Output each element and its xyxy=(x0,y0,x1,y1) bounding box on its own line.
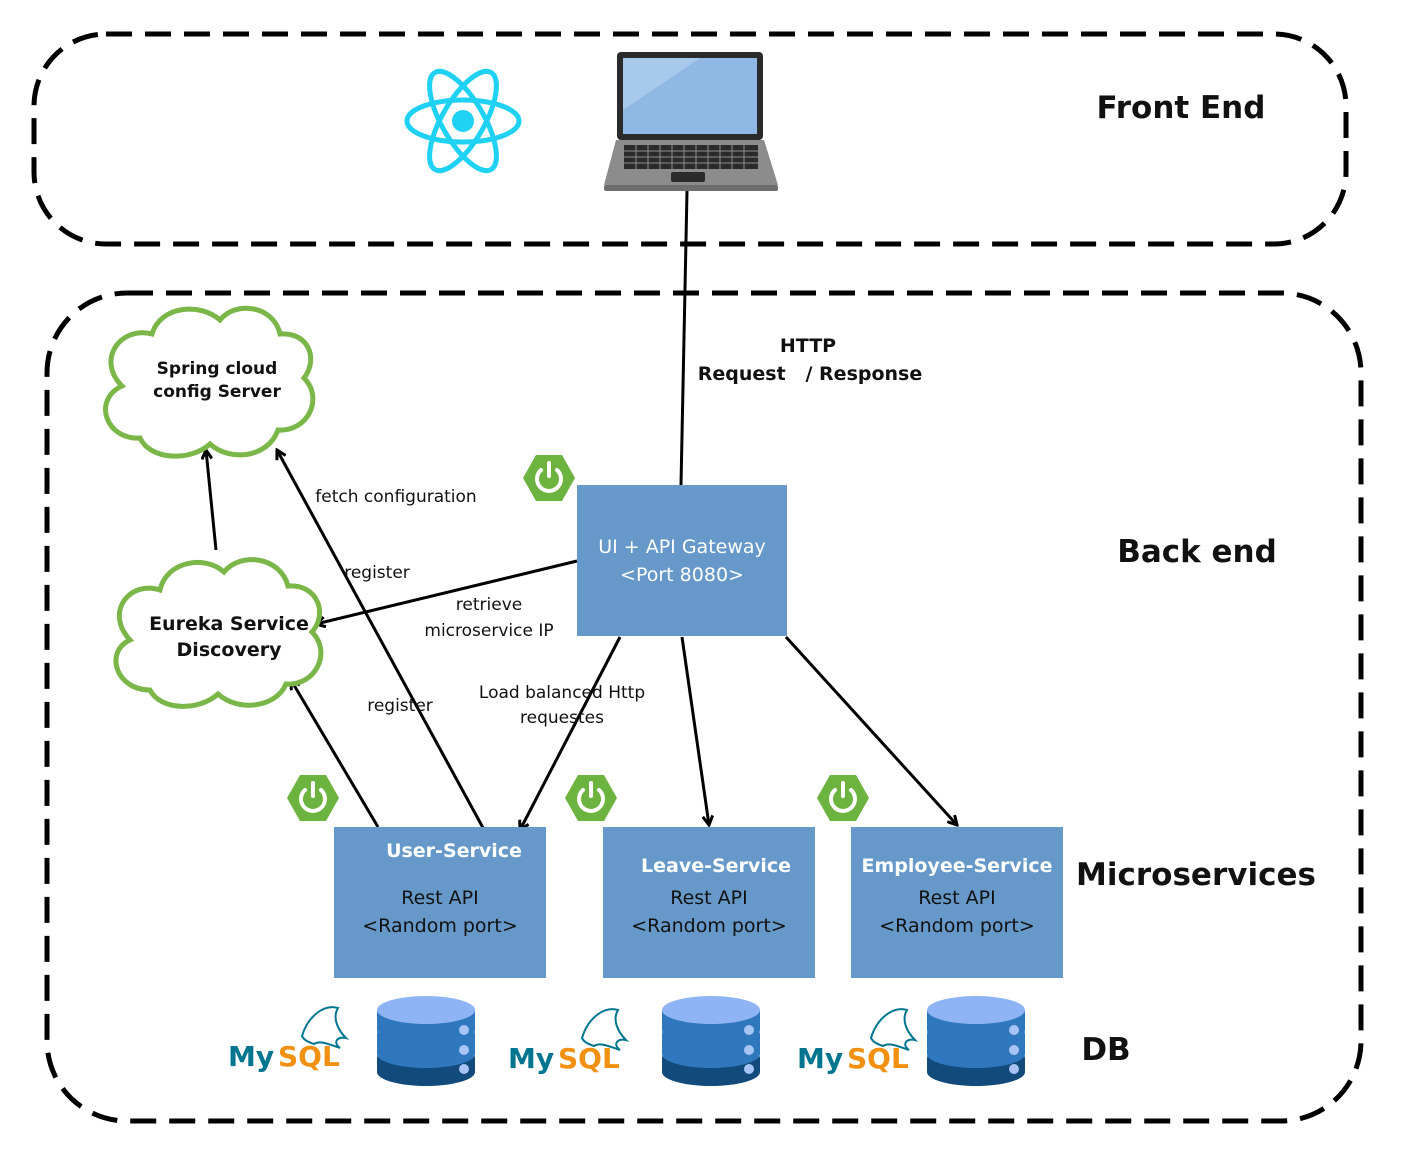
backend-zone-label: Back end xyxy=(1117,534,1277,570)
service-api-label: Rest API xyxy=(670,887,747,909)
http-label-line2: Request / Response xyxy=(698,363,923,385)
gateway-to-user-service-arrow xyxy=(520,636,622,830)
eureka-cloud: Eureka Service Discovery xyxy=(113,557,324,709)
react-logo-icon xyxy=(404,68,522,174)
service-api-label: Rest API xyxy=(401,887,478,909)
service-name: Leave-Service xyxy=(641,855,791,877)
load-balanced-label-line1: Load balanced Http xyxy=(479,683,645,703)
frontend-zone xyxy=(31,31,1349,247)
mysql-my-text: My xyxy=(228,1040,274,1073)
gateway-to-employee-service-arrow xyxy=(784,635,957,825)
user-service-box: User-Service Rest API <Random port> xyxy=(334,827,546,978)
laptop-icon xyxy=(604,52,778,191)
microservices-zone-label: Microservices xyxy=(1076,857,1316,893)
service-name: User-Service xyxy=(386,840,522,862)
service-name: Employee-Service xyxy=(862,855,1053,877)
db-zone-label: DB xyxy=(1081,1032,1130,1068)
spring-power-icon xyxy=(287,775,339,821)
mysql-dolphin-icon xyxy=(869,1008,919,1051)
database-stack-icon xyxy=(927,996,1025,1086)
retrieve-label-line2: microservice IP xyxy=(424,621,553,641)
config-server-cloud: Spring cloud config Server xyxy=(103,305,316,459)
config-server-label-line2: config Server xyxy=(153,382,281,402)
config-server-label-line1: Spring cloud xyxy=(157,359,278,379)
spring-power-icon xyxy=(523,455,575,501)
mysql-my-text: My xyxy=(508,1042,554,1075)
load-balanced-label-line2: requestes xyxy=(520,708,604,728)
http-label-line1: HTTP xyxy=(780,335,836,357)
gateway-to-leave-service-arrow xyxy=(680,636,709,825)
mysql-logo: My SQL xyxy=(508,1008,630,1075)
mysql-sql-text: SQL xyxy=(847,1042,909,1075)
http-connector xyxy=(679,190,689,486)
register-top-label: register xyxy=(344,563,410,583)
mysql-dolphin-icon xyxy=(580,1008,630,1051)
gateway-label-line1: UI + API Gateway xyxy=(598,536,766,558)
service-api-label: Rest API xyxy=(918,887,995,909)
mysql-dolphin-icon xyxy=(300,1006,350,1049)
backend-zone xyxy=(44,290,1364,1124)
eureka-label-line2: Discovery xyxy=(177,639,283,661)
mysql-my-text: My xyxy=(797,1042,843,1075)
gateway-label-line2: <Port 8080> xyxy=(620,564,744,586)
mysql-logo: My SQL xyxy=(228,1006,350,1073)
database-stack-icon xyxy=(662,996,760,1086)
fetch-configuration-label: fetch configuration xyxy=(315,487,476,507)
leave-service-box: Leave-Service Rest API <Random port> xyxy=(603,827,815,978)
database-stack-icon xyxy=(377,996,475,1086)
service-port-label: <Random port> xyxy=(362,915,518,937)
gateway-to-eureka-arrow xyxy=(316,559,578,624)
retrieve-label-line1: retrieve xyxy=(456,595,522,615)
mysql-sql-text: SQL xyxy=(558,1042,620,1075)
user-service-to-config-arrow xyxy=(277,450,490,838)
spring-power-icon xyxy=(565,775,617,821)
mysql-sql-text: SQL xyxy=(278,1040,340,1073)
mysql-logo: My SQL xyxy=(797,1008,919,1075)
eureka-to-config-arrow xyxy=(206,450,218,551)
employee-service-box: Employee-Service Rest API <Random port> xyxy=(851,827,1063,978)
service-port-label: <Random port> xyxy=(631,915,787,937)
user-service-to-eureka-arrow xyxy=(291,680,380,828)
api-gateway-box: UI + API Gateway <Port 8080> xyxy=(577,485,787,636)
eureka-label-line1: Eureka Service xyxy=(149,613,309,635)
service-port-label: <Random port> xyxy=(879,915,1035,937)
spring-power-icon xyxy=(817,775,869,821)
register-bottom-label: register xyxy=(367,696,433,716)
frontend-zone-label: Front End xyxy=(1097,90,1266,126)
